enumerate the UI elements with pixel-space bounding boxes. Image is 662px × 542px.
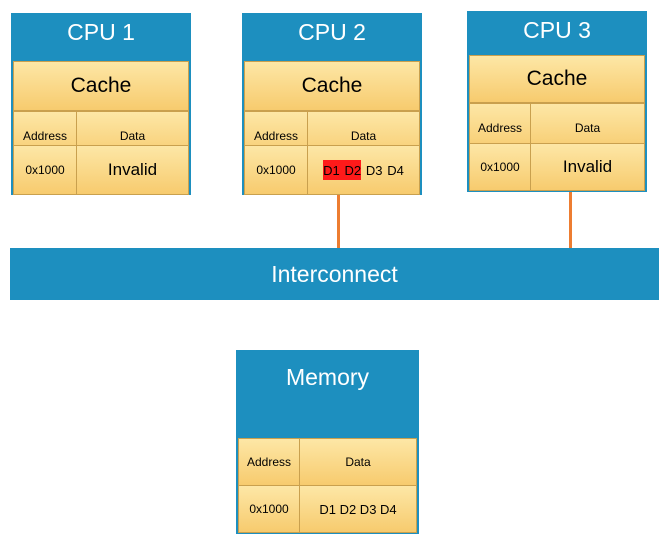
- cpu-2-line-address: 0x1000: [245, 146, 308, 194]
- cpu-1-address-header: Address: [14, 112, 77, 160]
- cpu-2-cache-line: 0x1000 D1 D2 D3 D4: [244, 145, 420, 195]
- cpu-1-data-header: Data: [119, 129, 146, 143]
- memory-address-header: Address: [239, 439, 300, 485]
- memory-line-data: D1 D2 D3 D4: [319, 501, 397, 517]
- interconnect-bus: Interconnect: [10, 248, 659, 300]
- cpu-1-line-address: 0x1000: [14, 146, 77, 194]
- cpu-1-title: CPU 1: [67, 19, 135, 45]
- cpu-1-cache-title: Cache: [13, 61, 189, 111]
- memory-line: 0x1000 D1 D2 D3 D4: [238, 485, 417, 533]
- cpu-2-cache-title: Cache: [244, 61, 420, 111]
- cpu-2-word-4: D4: [387, 162, 404, 178]
- cpu-3-block: CPU 3 Cache Address Data 0x1000 Invalid: [467, 11, 647, 192]
- cpu-3-data-header: Data: [574, 121, 601, 135]
- cpu-3-line-data: Invalid: [562, 157, 613, 176]
- cpu-2-interconnect-wire: [337, 195, 340, 248]
- cpu-1-line-data: Invalid: [107, 160, 158, 179]
- cpu-3-cache-title: Cache: [469, 55, 645, 103]
- cpu-1-cache-line: 0x1000 Invalid: [13, 145, 189, 195]
- cpu-2-stale-words: D1 D2: [323, 160, 362, 180]
- cpu-2-data-header: Data: [350, 129, 377, 143]
- cpu-3-cache-line: 0x1000 Invalid: [469, 143, 645, 191]
- memory-line-address: 0x1000: [239, 486, 300, 532]
- cpu-2-line-data: D1 D2 D3 D4: [308, 146, 419, 194]
- memory-header-row: Address Data: [238, 438, 417, 486]
- cpu-1-block: CPU 1 Cache Address Data 0x1000 Invalid: [11, 13, 191, 195]
- memory-data-header: Data: [345, 455, 371, 469]
- cpu-2-word-1: D1: [323, 163, 340, 178]
- cpu-3-address-header: Address: [470, 104, 531, 152]
- cpu-3-interconnect-wire: [569, 192, 572, 248]
- memory-title: Memory: [285, 364, 370, 390]
- memory-block: Memory Address Data 0x1000 D1 D2 D3 D4: [236, 350, 419, 534]
- cpu-2-word-2: D2: [344, 163, 362, 178]
- cpu-2-block: CPU 2 Cache Address Data 0x1000 D1 D2 D3…: [242, 13, 422, 195]
- cpu-2-word-3: D3: [365, 162, 383, 178]
- cpu-2-address-header: Address: [245, 112, 308, 160]
- cpu-3-line-address: 0x1000: [470, 144, 531, 190]
- cpu-3-title: CPU 3: [523, 17, 591, 43]
- cpu-2-title: CPU 2: [298, 19, 366, 45]
